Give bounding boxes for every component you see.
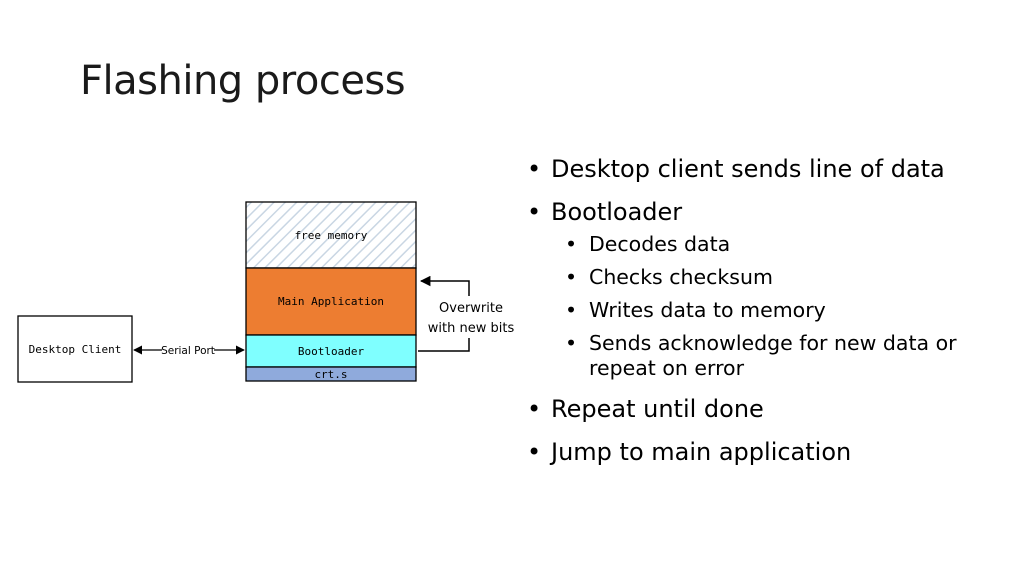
bullet-text: Desktop client sends line of data — [551, 155, 945, 183]
bullet-text: Jump to main application — [551, 438, 852, 466]
desktop-client-label: Desktop Client — [29, 343, 122, 356]
free-memory-label: free memory — [295, 229, 368, 242]
bullet-item: Repeat until done — [527, 394, 967, 424]
desktop-client-box — [17, 315, 133, 383]
bullet-item: Bootloader Decodes data Checks checksum … — [527, 197, 967, 381]
bootloader-label: Bootloader — [298, 345, 365, 358]
bullet-item: Jump to main application — [527, 437, 967, 467]
sub-bullet-item: Writes data to memory — [565, 298, 967, 323]
sub-bullet-item: Checks checksum — [565, 265, 967, 290]
serial-port-label: Serial Port — [161, 345, 215, 357]
main-application-label: Main Application — [278, 295, 384, 308]
bullet-text: Bootloader — [551, 198, 683, 226]
overwrite-label-bg — [426, 296, 518, 338]
bullet-item: Desktop client sends line of data — [527, 154, 967, 184]
overwrite-label-line2: with new bits — [428, 321, 515, 336]
slide-title: Flashing process — [80, 58, 406, 104]
sub-bullet-list: Decodes data Checks checksum Writes data… — [565, 232, 967, 381]
overwrite-label-line1: Overwrite — [439, 301, 503, 316]
bullet-text: Repeat until done — [551, 395, 764, 423]
crt-block — [245, 366, 417, 382]
bullet-list: Desktop client sends line of data Bootlo… — [527, 154, 967, 480]
crt-label: crt.s — [314, 368, 347, 381]
sub-bullet-item: Sends acknowledge for new data or repeat… — [565, 331, 967, 381]
free-memory-block — [245, 201, 417, 269]
sub-bullet-item: Decodes data — [565, 232, 967, 257]
